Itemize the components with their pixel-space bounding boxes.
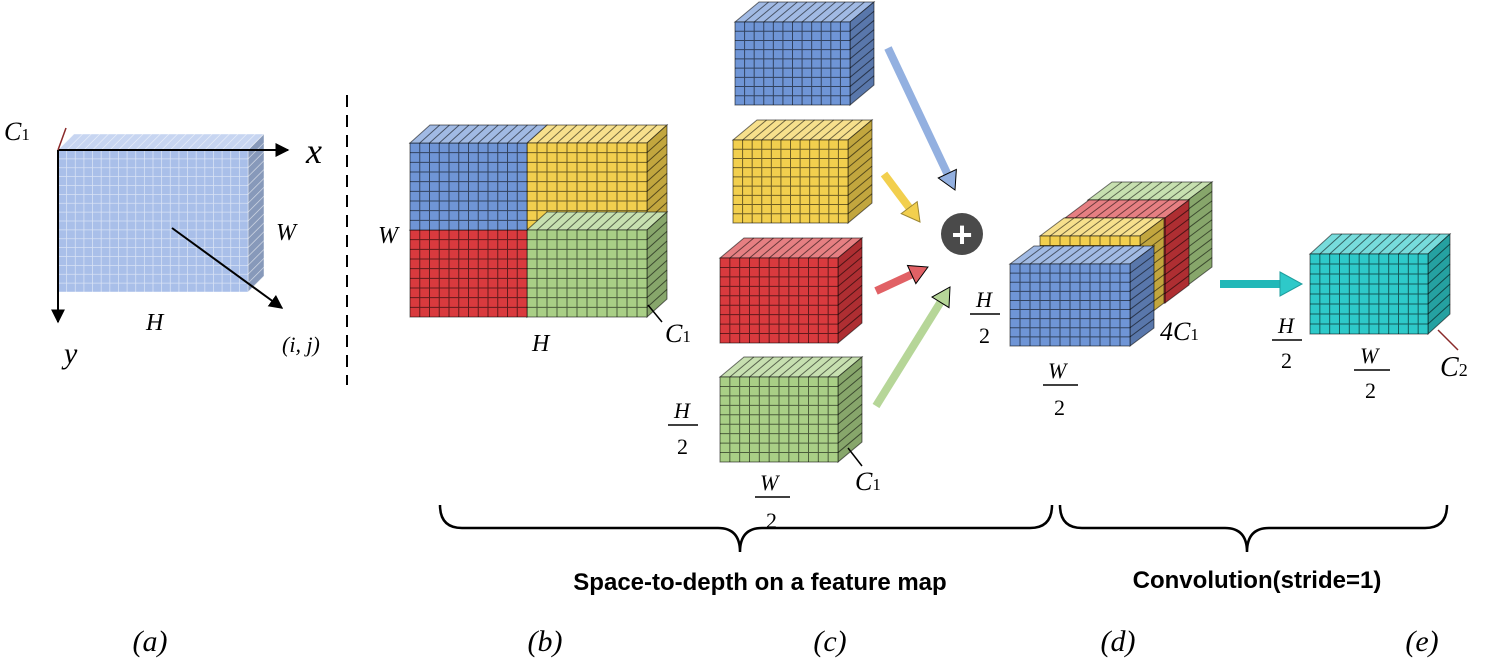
sub-cube-red (718, 236, 864, 345)
quadrant-blue (408, 141, 529, 232)
caption-b: (b) (528, 625, 563, 658)
panel-e-c-label: C2 (1440, 352, 1468, 383)
sub-cube-yellow (731, 118, 874, 225)
panel-c-h-fraction: H 2 (668, 398, 698, 459)
sub-cube-blue (733, 0, 876, 107)
panel-e-w-fraction: W 2 (1354, 343, 1390, 403)
c2-tick (1437, 329, 1459, 351)
output-cube (1308, 232, 1452, 336)
right-brace-label: Convolution(stride=1) (1133, 567, 1382, 594)
c1-tick-c (847, 447, 863, 467)
left-brace (438, 504, 1054, 553)
panel-a-c-label: C1 (4, 117, 30, 146)
panel-a-h-label: H (145, 310, 165, 336)
caption-e: (e) (1405, 625, 1438, 658)
blue-arrow-head (937, 168, 957, 191)
panel-e-w-num: W (1360, 343, 1380, 368)
caption-c: (c) (813, 625, 846, 658)
quadrant-red (408, 228, 529, 319)
panel-c-h-den: 2 (677, 434, 688, 459)
panel-e-h-den: 2 (1281, 348, 1292, 373)
stack-blue (1008, 245, 1156, 347)
panel-e-h-fraction: H 2 (1272, 313, 1302, 373)
quadrant-green (525, 210, 669, 319)
plus-circle (941, 213, 983, 255)
input-feature-map (57, 133, 265, 293)
green-merge-arrow (872, 300, 944, 409)
conv-arrow (1220, 271, 1304, 297)
yellow-merge-arrow (880, 171, 913, 211)
panel-d-h-den: 2 (979, 323, 990, 348)
merge-arrows (872, 45, 961, 409)
panel-a-w-label: W (276, 220, 298, 246)
yellow-arrow-head (900, 200, 921, 223)
plus-symbol: + (951, 214, 972, 255)
cubes-layer (57, 0, 1452, 464)
panel-a-ij-label: (i, j) (282, 332, 320, 357)
panel-d-w-den: 2 (1054, 395, 1065, 420)
panel-a-x-label: x (305, 131, 322, 171)
red-merge-arrow (874, 270, 914, 295)
green-arrow-head (931, 286, 951, 309)
right-brace (1058, 504, 1449, 553)
panel-d-c-label: 4C1 (1160, 317, 1199, 346)
panel-d-w-fraction: W 2 (1043, 358, 1078, 420)
panel-c-w-num: W (760, 470, 780, 495)
panel-e-h-num: H (1277, 313, 1295, 338)
panel-c-c-label: C1 (855, 467, 881, 496)
panel-c-h-num: H (673, 398, 691, 423)
panel-d-w-num: W (1048, 358, 1068, 383)
panel-a-axes (51, 127, 290, 324)
sub-cube-green (718, 355, 864, 464)
c1-tick-a (57, 127, 67, 151)
panel-d-h-num: H (975, 287, 993, 312)
panel-e-w-den: 2 (1365, 378, 1376, 403)
caption-d: (d) (1101, 625, 1136, 658)
panel-c-w-den: 2 (766, 508, 777, 533)
quadrant-blue-top (408, 124, 549, 144)
ij-arrow (171, 227, 284, 309)
c1-tick-b (647, 304, 663, 323)
left-brace-label: Space-to-depth on a feature map (573, 569, 946, 596)
panel-b-w-label: W (378, 223, 400, 249)
panel-c-w-fraction: W 2 (755, 470, 790, 533)
panel-a-y-label: y (61, 337, 78, 370)
concat-operator: + (941, 213, 983, 255)
panel-b-h-label: H (531, 331, 551, 357)
red-arrow-head (906, 264, 929, 285)
panel-d-h-fraction: H 2 (970, 287, 1000, 348)
caption-a: (a) (133, 625, 168, 658)
panel-b-c-label: C1 (665, 319, 691, 348)
